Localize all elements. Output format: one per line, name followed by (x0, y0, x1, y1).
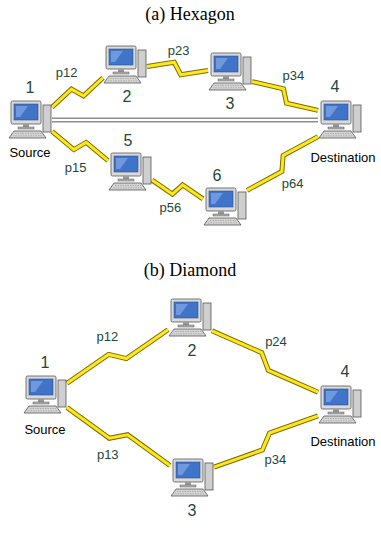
computer-node: 3 (170, 458, 214, 498)
wireless-link (212, 331, 318, 392)
wireless-link (152, 180, 203, 199)
node-role: Source (9, 146, 50, 160)
computer-icon (318, 100, 362, 140)
computer-icon (8, 100, 52, 140)
wireless-link (67, 330, 168, 384)
link-probability: p23 (166, 44, 192, 59)
figure-title: (b) Diamond (144, 260, 236, 281)
node-number: 6 (213, 167, 222, 185)
node-number: 1 (41, 354, 50, 372)
node-number: 2 (188, 342, 197, 360)
link-probability: p34 (263, 453, 289, 468)
wireless-link (67, 407, 170, 465)
link-probability: p13 (95, 448, 121, 463)
computer-icon (23, 375, 67, 415)
computer-node: 5 (108, 152, 152, 192)
computer-icon (168, 298, 212, 338)
link-probability: p24 (263, 335, 289, 350)
computer-icon (203, 187, 247, 227)
wireless-link (52, 131, 108, 160)
link-probability: p34 (281, 69, 307, 84)
node-role: Destination (310, 151, 375, 165)
node-number: 1 (26, 79, 35, 97)
computer-node: 3 (208, 52, 252, 92)
wired-link (52, 120, 318, 121)
computer-node: 2 (103, 45, 147, 85)
node-number: 4 (341, 363, 350, 381)
computer-icon (170, 458, 214, 498)
computer-icon (208, 52, 252, 92)
wireless-link (147, 62, 208, 74)
node-number: 2 (123, 88, 132, 106)
computer-icon (318, 385, 362, 425)
figure-title: (a) Hexagon (145, 4, 234, 25)
wireless-link (252, 82, 318, 111)
computer-node: 4Destination (318, 100, 362, 140)
node-number: 4 (331, 78, 340, 96)
link-probability: p56 (158, 201, 184, 216)
link-probability: p64 (280, 177, 306, 192)
node-number: 5 (124, 132, 133, 150)
computer-icon (108, 152, 152, 192)
computer-node: 1Source (23, 375, 67, 415)
node-role: Destination (310, 435, 375, 449)
wireless-link (52, 78, 103, 108)
computer-icon (103, 45, 147, 85)
computer-node: 4Destination (318, 385, 362, 425)
computer-node: 1Source (8, 100, 52, 140)
link-probability: p12 (95, 330, 121, 345)
link-probability: p12 (54, 66, 80, 81)
computer-node: 6 (203, 187, 247, 227)
node-number: 3 (226, 95, 235, 113)
wireless-link (214, 416, 318, 467)
node-number: 3 (188, 502, 197, 520)
node-role: Source (24, 423, 65, 437)
link-probability: p15 (63, 161, 89, 176)
computer-node: 2 (168, 298, 212, 338)
